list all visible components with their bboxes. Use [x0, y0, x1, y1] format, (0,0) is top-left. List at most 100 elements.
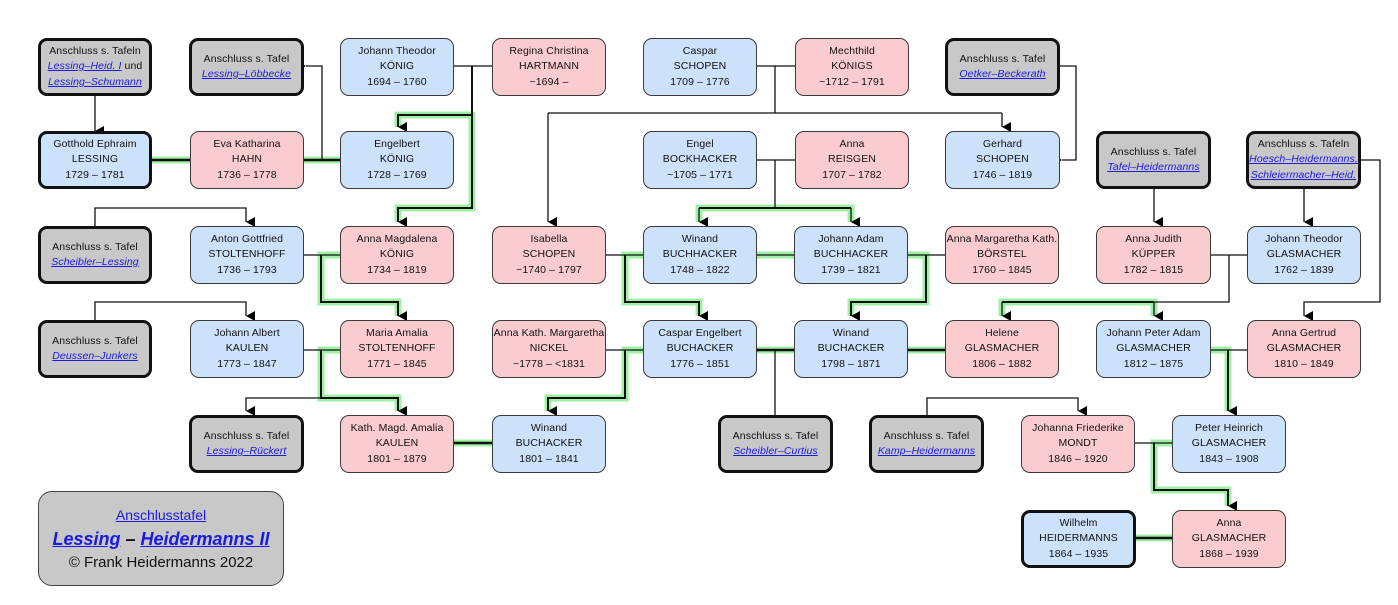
link-scheibler-curtius[interactable]: Scheibler–Curtius — [733, 445, 818, 457]
person-dates: 1782 – 1815 — [1123, 263, 1184, 276]
person-isabella-schopen[interactable]: Isabella SCHOPEN ~1740 – 1797 — [492, 226, 606, 284]
person-given: Anna Gertrud — [1271, 326, 1337, 339]
person-dates: 1868 – 1939 — [1199, 547, 1259, 560]
person-ag-glasmacher[interactable]: Anna Gertrud GLASMACHER 1810 – 1849 — [1247, 320, 1361, 378]
person-dates: 1801 – 1879 — [367, 452, 427, 465]
person-amk-boerstel[interactable]: Anna Margaretha Kath. BÖRSTEL 1760 – 184… — [945, 226, 1059, 284]
person-ag-stoltenhoff[interactable]: Anton Gottfried STOLTENHOFF 1736 – 1793 — [190, 226, 304, 284]
person-given: Eva Katharina — [213, 137, 281, 150]
person-given: Johann Adam — [818, 232, 884, 245]
title-anschlusstafel-link[interactable]: Anschlusstafel — [115, 506, 207, 523]
ref-label: Anschluss s. Tafel — [883, 429, 970, 442]
link-lessing-schumann[interactable]: Lessing–Schumann — [48, 75, 142, 88]
person-dates: 1810 – 1849 — [1274, 357, 1334, 370]
ref-label: Anschluss s. Tafel — [959, 52, 1046, 65]
person-winand-buchacker-1801[interactable]: Winand BUCHACKER 1801 – 1841 — [492, 415, 606, 473]
person-ma-stoltenhoff[interactable]: Maria Amalia STOLTENHOFF 1771 – 1845 — [340, 320, 454, 378]
person-kma-kaulen[interactable]: Kath. Magd. Amalia KAULEN 1801 – 1879 — [340, 415, 454, 473]
person-surname: LESSING — [71, 153, 119, 166]
ref-kamp-heidermanns: Anschluss s. Tafel Kamp–Heidermanns — [869, 415, 984, 473]
person-given: Anna — [839, 137, 865, 150]
lineage-jpa-ph — [1211, 346, 1232, 411]
person-surname: SCHOPEN — [976, 153, 1029, 166]
person-surname: BUCHACKER — [515, 437, 583, 450]
link-tafel-heidermanns[interactable]: Tafel–Heidermanns — [1107, 161, 1200, 173]
link-schleiermacher-heid[interactable]: Schleiermacher–Heid. — [1250, 168, 1357, 181]
person-gerhard-schopen[interactable]: Gerhard SCHOPEN 1746 – 1819 — [945, 131, 1060, 189]
ref-label: Anschluss s. Tafel — [203, 52, 290, 65]
person-given: Anna Judith — [1125, 232, 1182, 245]
person-anna-reisgen[interactable]: Anna REISGEN 1707 – 1782 — [795, 131, 909, 189]
lineage-helene-jpa — [998, 298, 1158, 316]
person-given: Johann Theodor — [1265, 232, 1343, 245]
person-surname: KÜPPER — [1131, 248, 1176, 261]
person-surname: STOLTENHOFF — [208, 248, 286, 261]
person-given: Johanna Friederike — [1032, 421, 1124, 434]
person-dates: 1762 – 1839 — [1274, 263, 1334, 276]
ref-scheibler-lessing: Anschluss s. Tafel Scheibler–Lessing — [38, 226, 152, 284]
person-gotthold-lessing[interactable]: Gotthold Ephraim LESSING 1729 – 1781 — [38, 131, 152, 189]
person-surname: BUCHHACKER — [662, 248, 738, 261]
link-oetker-beckerath[interactable]: Oetker–Beckerath — [959, 68, 1046, 80]
person-regina-hartmann[interactable]: Regina Christina HARTMANN ~1694 – — [492, 38, 606, 96]
link-scheibler-lessing[interactable]: Scheibler–Lessing — [51, 256, 139, 268]
person-surname: HAHN — [231, 153, 263, 166]
person-engel-bockhacker[interactable]: Engel BOCKHACKER ~1705 – 1771 — [643, 131, 757, 189]
person-anna-glasmacher[interactable]: Anna GLASMACHER 1868 – 1939 — [1172, 510, 1286, 568]
link-lessing-rueckert[interactable]: Lessing–Rückert — [206, 445, 287, 457]
person-ce-buchacker[interactable]: Caspar Engelbert BUCHACKER 1776 – 1851 — [643, 320, 757, 378]
person-helene-glasmacher[interactable]: Helene GLASMACHER 1806 – 1882 — [945, 320, 1059, 378]
person-ph-glasmacher[interactable]: Peter Heinrich GLASMACHER 1843 – 1908 — [1172, 415, 1286, 473]
person-given: Peter Heinrich — [1195, 421, 1263, 434]
link-kamp-heidermanns[interactable]: Kamp–Heidermanns — [877, 445, 976, 457]
link-hoesch-heidermanns[interactable]: Hoesch–Heidermanns, — [1249, 153, 1358, 166]
person-dates: 1846 – 1920 — [1048, 452, 1108, 465]
person-jf-mondt[interactable]: Johanna Friederike MONDT 1846 – 1920 — [1021, 415, 1135, 473]
person-akm-nickel[interactable]: Anna Kath. Margaretha NICKEL ~1778 – <18… — [492, 320, 606, 378]
person-given: Isabella — [530, 232, 568, 245]
person-dates: 1760 – 1845 — [972, 263, 1032, 276]
person-eva-hahn[interactable]: Eva Katharina HAHN 1736 – 1778 — [190, 131, 304, 189]
title-link-lessing[interactable]: Lessing — [52, 528, 121, 549]
person-ja-kaulen[interactable]: Johann Albert KAULEN 1773 – 1847 — [190, 320, 304, 378]
person-dates: 1707 – 1782 — [822, 168, 882, 181]
person-engelbert-koenig[interactable]: Engelbert KÖNIG 1728 – 1769 — [340, 131, 454, 189]
person-aj-kuepper[interactable]: Anna Judith KÜPPER 1782 – 1815 — [1096, 226, 1211, 284]
person-caspar-schopen[interactable]: Caspar SCHOPEN 1709 – 1776 — [643, 38, 757, 96]
link-lessing-loebbecke[interactable]: Lessing–Löbbecke — [201, 68, 292, 80]
person-jt-koenig[interactable]: Johann Theodor KÖNIG 1694 – 1760 — [340, 38, 454, 96]
person-surname: KAULEN — [225, 342, 269, 355]
person-mechthild-koenigs[interactable]: Mechthild KÖNIGS ~1712 – 1791 — [795, 38, 909, 96]
person-given: Gerhard — [982, 137, 1023, 150]
person-surname: BÖRSTEL — [977, 248, 1027, 261]
person-dates: 1736 – 1793 — [217, 263, 277, 276]
link-lessing-heid-i[interactable]: Lessing–Heid. I — [47, 60, 122, 73]
person-wilhelm-heidermanns[interactable]: Wilhelm HEIDERMANNS 1864 – 1935 — [1021, 510, 1136, 568]
person-jpa-glasmacher[interactable]: Johann Peter Adam GLASMACHER 1812 – 1875 — [1096, 320, 1211, 378]
person-winand-buchacker-1798[interactable]: Winand BUCHACKER 1798 – 1871 — [794, 320, 908, 378]
person-given: Engelbert — [374, 137, 420, 150]
ref-label: Anschluss s. Tafel — [1110, 145, 1197, 158]
person-dates: 1773 – 1847 — [217, 357, 277, 370]
person-surname: BUCHACKER — [666, 342, 734, 355]
person-given: Helene — [985, 326, 1019, 339]
person-surname: STOLTENHOFF — [358, 342, 436, 355]
title-link-heidermanns-ii[interactable]: Heidermanns II — [140, 528, 270, 549]
ref-lessing-heid-schumann: Anschluss s. Tafeln Lessing–Heid. I und … — [38, 38, 152, 96]
person-ja-buchhacker[interactable]: Johann Adam BUCHHACKER 1739 – 1821 — [794, 226, 908, 284]
person-given: Maria Amalia — [366, 326, 428, 339]
person-jt-glasmacher[interactable]: Johann Theodor GLASMACHER 1762 – 1839 — [1247, 226, 1361, 284]
person-given: Johann Theodor — [358, 44, 436, 57]
lineage-bockhacker-johannadam — [775, 204, 855, 222]
person-winand-buchhacker[interactable]: Winand BUCHHACKER 1748 – 1822 — [643, 226, 757, 284]
person-surname: KAULEN — [375, 437, 419, 450]
ref-lessing-rueckert: Anschluss s. Tafel Lessing–Rückert — [189, 415, 304, 473]
person-am-koenig[interactable]: Anna Magdalena KÖNIG 1734 – 1819 — [340, 226, 454, 284]
person-dates: 1728 – 1769 — [367, 168, 427, 181]
person-surname: BUCHACKER — [817, 342, 885, 355]
person-dates: 1746 – 1819 — [972, 168, 1033, 181]
person-given: Winand — [832, 326, 870, 339]
link-deussen-junkers[interactable]: Deussen–Junkers — [52, 350, 138, 362]
person-dates: 1798 – 1871 — [821, 357, 881, 370]
person-surname: GLASMACHER — [964, 342, 1040, 355]
